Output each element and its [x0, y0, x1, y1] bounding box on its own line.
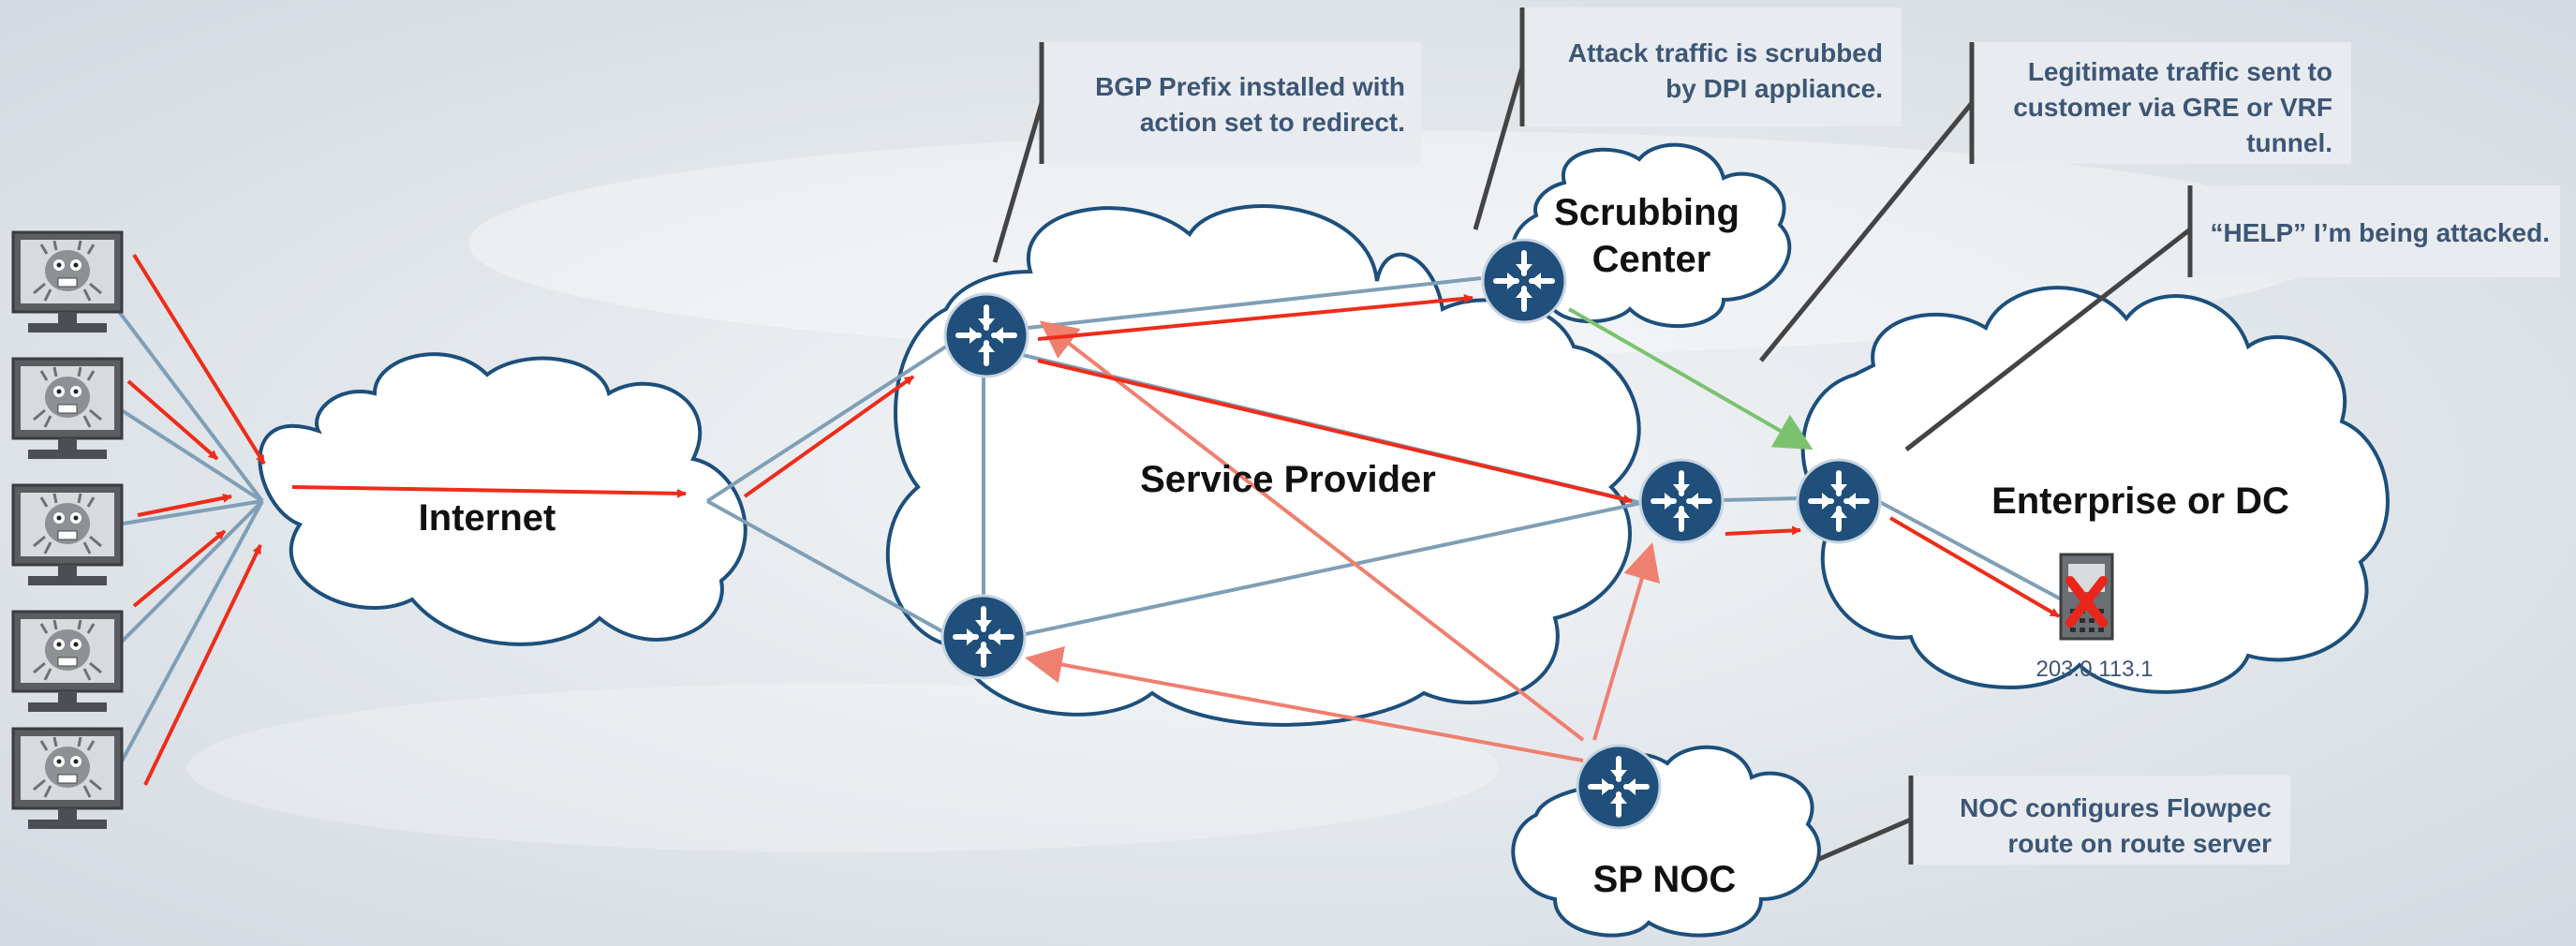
blocked-x-icon [2065, 576, 2108, 628]
enterprise-label: Enterprise or DC [1991, 480, 2289, 522]
callout-legit-leader [1759, 101, 1974, 362]
target-ip-label: 203.0.113.1 [2036, 657, 2153, 682]
router-icon [1577, 746, 1660, 828]
router-icon [1483, 240, 1565, 322]
router-icon [1798, 460, 1880, 542]
callout-bgp-line: BGP Prefix installed with [1095, 72, 1405, 101]
callout-attack-line: by DPI appliance. [1666, 74, 1883, 103]
callout-noc-box [1911, 776, 2290, 865]
sp-noc-label: SP NOC [1593, 859, 1737, 900]
callout-noc-leader [1816, 817, 1912, 863]
callout-attack-line: Attack traffic is scrubbed [1568, 38, 1883, 67]
router-icon [942, 596, 1025, 678]
callout-legit-box [1972, 42, 2351, 164]
callout-legit-line: customer via GRE or VRF [2013, 93, 2332, 122]
attack-arrows [126, 253, 2061, 786]
clean-traffic-arrow [1568, 307, 1814, 450]
internet-cloud [258, 352, 748, 646]
callout-noc-line: NOC configures Flowpec [1960, 793, 2272, 822]
callout-bgp-box [1042, 42, 1421, 164]
callout-help-box [2190, 185, 2560, 277]
callout-attack-leader [1473, 67, 1525, 230]
control-arrows [1025, 320, 1661, 762]
callout-legit-line: tunnel. [2246, 128, 2332, 157]
internet-label: Internet [419, 497, 556, 539]
service-provider-label: Service Provider [1140, 459, 1436, 500]
enterprise-cloud [1800, 286, 2390, 694]
router-icon [945, 294, 1028, 377]
callout-bgp-leader [992, 102, 1044, 263]
callout-attack-box [1522, 7, 1902, 126]
router-icon [1640, 460, 1723, 542]
callout-legit-line: Legitimate traffic sent to [2028, 57, 2332, 86]
callout-bgp-line: action set to redirect. [1140, 108, 1405, 137]
callout-help-leader [1904, 228, 2192, 451]
scrubbing-center-cloud [1510, 142, 1792, 329]
callout-noc-line: route on route server [2007, 829, 2272, 858]
scrubbing-center-label-line1: Scrubbing [1554, 192, 1740, 233]
scrubbing-center-label-line2: Center [1592, 239, 1711, 280]
callout-help-line: “HELP” I’m being attacked. [2210, 218, 2550, 247]
